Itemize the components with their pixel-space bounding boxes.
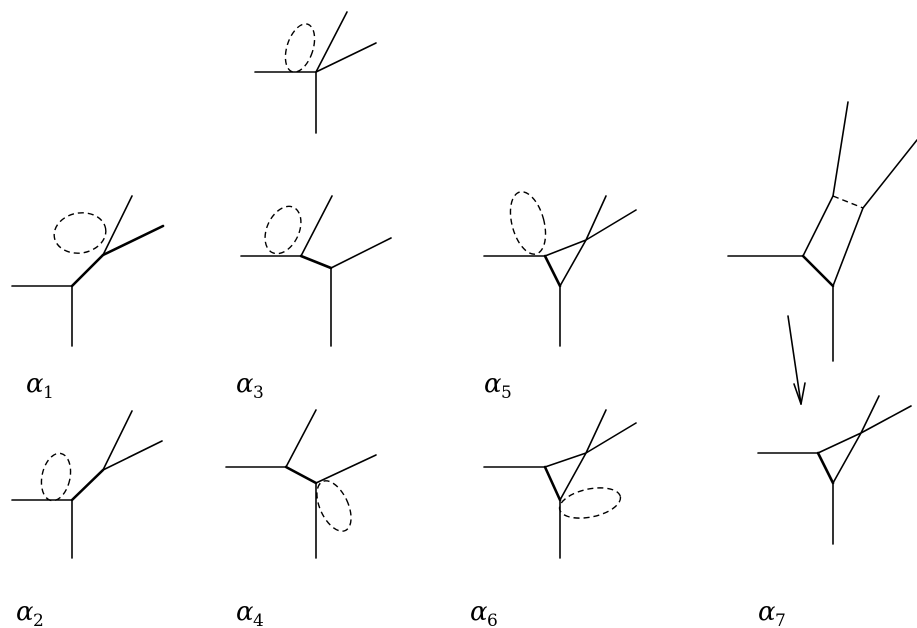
curve-alpha-5 (483, 191, 637, 347)
transition-arrow (787, 315, 806, 405)
curve-alpha-3 (240, 195, 392, 347)
label-alpha-4: α 4 (236, 597, 264, 628)
svg-text:α: α (236, 369, 254, 399)
curve-alpha-7-bottom (757, 395, 912, 545)
curve-alpha-6 (483, 409, 637, 559)
label-alpha-1: α 1 (26, 369, 54, 403)
svg-text:α: α (26, 369, 44, 399)
label-alpha-2: α 2 (16, 597, 44, 628)
curve-alpha-2 (11, 410, 163, 559)
top-4-valent-vertex (254, 11, 377, 134)
svg-text:α: α (236, 597, 254, 627)
svg-text:7: 7 (775, 611, 786, 628)
label-alpha-5: α 5 (484, 369, 512, 403)
curve-alpha-4 (225, 409, 377, 559)
svg-text:4: 4 (253, 611, 264, 628)
svg-text:3: 3 (253, 383, 264, 403)
curve-alpha-7-top (727, 101, 917, 362)
svg-text:α: α (758, 597, 776, 627)
label-alpha-7: α 7 (758, 597, 786, 628)
curve-alpha-1 (11, 195, 165, 347)
svg-text:5: 5 (501, 383, 512, 403)
svg-text:2: 2 (33, 611, 44, 628)
svg-text:6: 6 (487, 611, 498, 628)
label-alpha-3: α 3 (236, 369, 264, 403)
svg-text:α: α (16, 597, 34, 627)
svg-text:α: α (470, 597, 488, 627)
svg-text:α: α (484, 369, 502, 399)
label-alpha-6: α 6 (470, 597, 498, 628)
svg-text:1: 1 (43, 383, 54, 403)
